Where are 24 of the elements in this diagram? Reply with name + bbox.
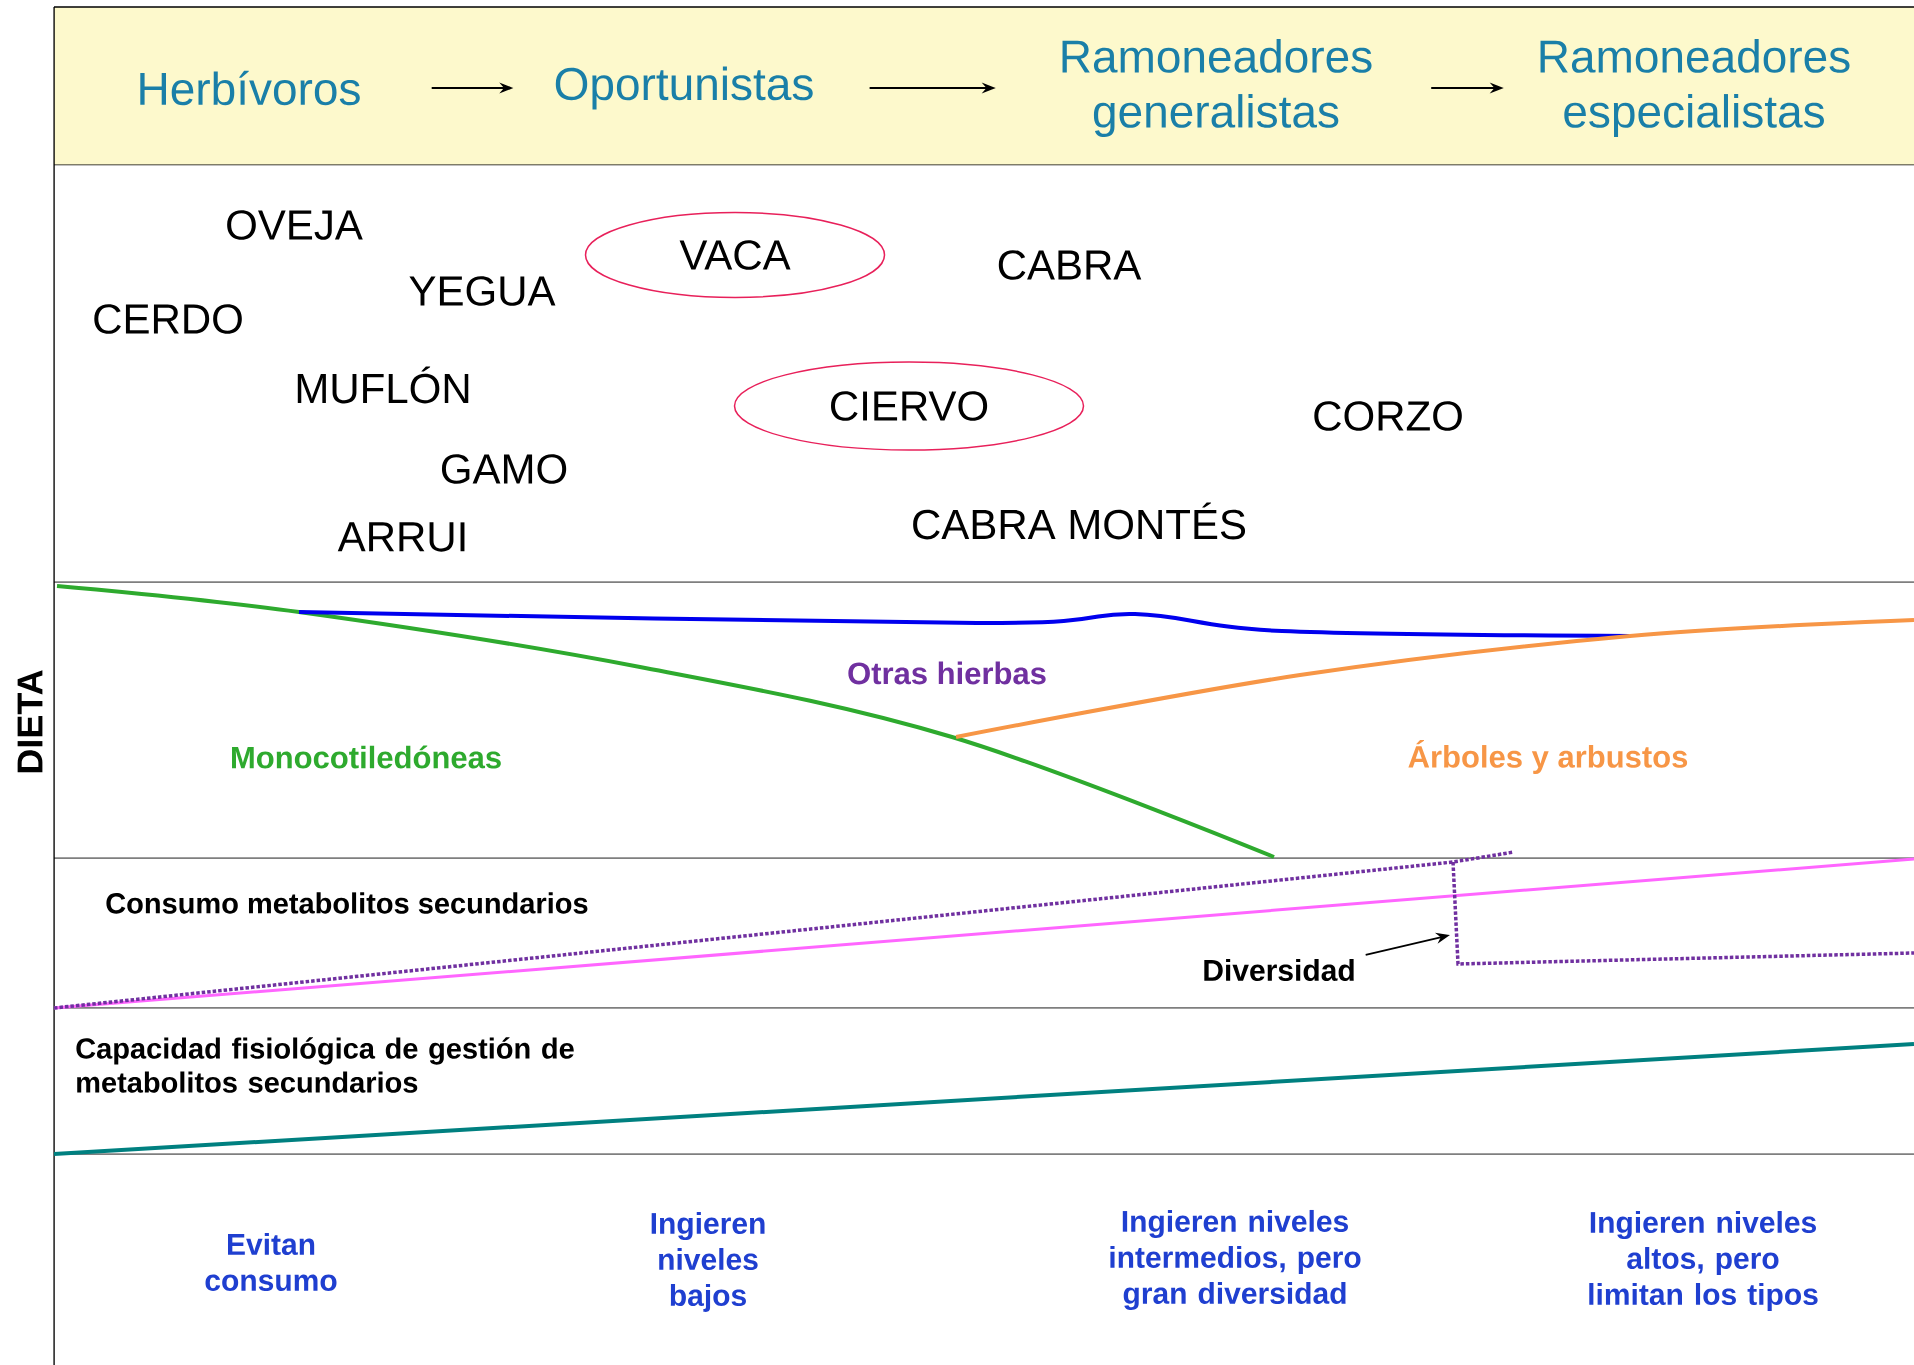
column-note: Ingieren niveles bajos	[651, 1212, 765, 1312]
row-label: Consumo metabolitos secundarios	[106, 892, 588, 914]
species-name: CERDO	[94, 304, 242, 334]
species-name: CABRA MONTÉS	[913, 502, 1246, 540]
diet-label: Árboles y arbustos	[1408, 740, 1688, 774]
column-note: Ingieren niveles altos, pero limitan los tipos	[1589, 1211, 1818, 1311]
diversity-label: Diversidad	[1204, 959, 1354, 981]
row-label: Capacidad fisiológica de gestión de metabolitos secundarios	[76, 1037, 574, 1093]
column-note: Evitan consumo	[205, 1233, 337, 1291]
header-label: Ramoneadores generalistas	[1062, 39, 1372, 137]
axis-label: DIETA	[17, 670, 43, 773]
header-label: Herbívoros	[140, 70, 360, 106]
species-name: CORZO	[1314, 401, 1462, 431]
diet-label: Monocotiledóneas	[232, 745, 501, 769]
diet-label: Otras hierbas	[848, 661, 1046, 685]
species-name: CABRA	[998, 250, 1142, 280]
header-label: Oportunistas	[555, 66, 813, 110]
species-name: MUFLÓN	[297, 366, 469, 404]
header-label: Ramoneadores especialistas	[1540, 39, 1850, 137]
species-name: YEGUA	[409, 276, 556, 306]
column-note: Ingieren niveles intermedios, pero gran diversidad	[1110, 1209, 1361, 1311]
species-name: ARRUI	[337, 522, 465, 552]
species-name: OVEJA	[227, 210, 363, 240]
species-name: GAMO	[441, 454, 567, 484]
